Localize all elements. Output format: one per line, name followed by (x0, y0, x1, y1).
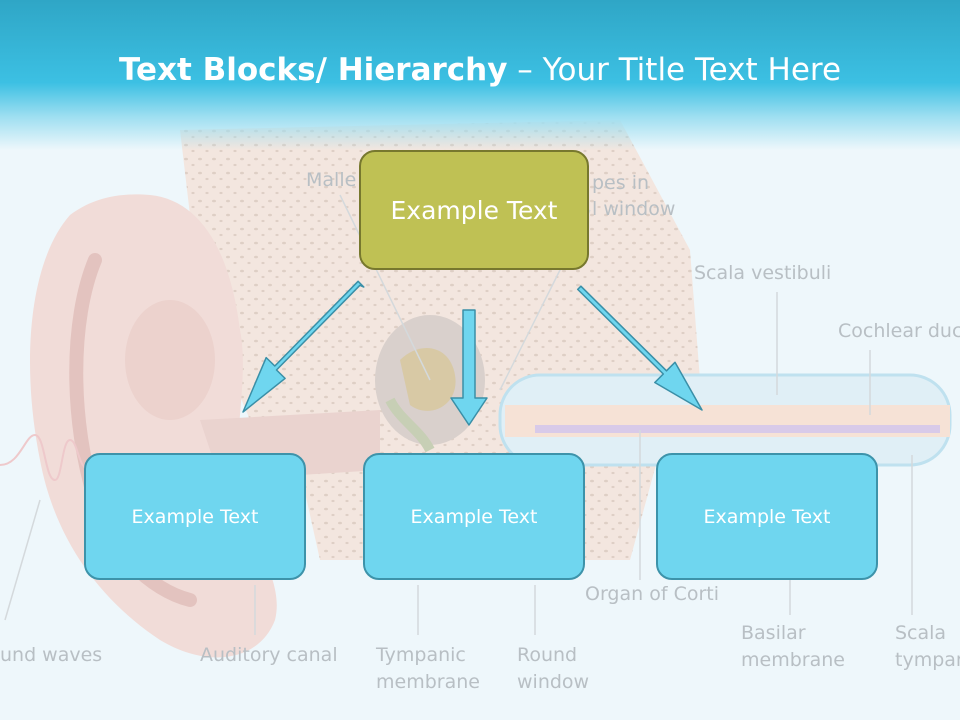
arrow-right (576, 285, 703, 411)
label-stapes-line1: pes in (592, 172, 650, 194)
label-tympanic-line2: membrane (376, 671, 480, 693)
root-text-block[interactable]: Example Text (359, 150, 589, 270)
label-scala-tympani-line2: tympar (895, 649, 960, 671)
label-basilar-line1: Basilar (741, 622, 806, 644)
label-organ-of-corti: Organ of Corti (585, 583, 720, 605)
arrow-left (242, 280, 365, 413)
label-sound-waves: und waves (0, 644, 103, 666)
label-round-line1: Round (517, 644, 578, 666)
label-stapes-line2: l window (592, 198, 676, 220)
label-scala-vestibuli: Scala vestibuli (694, 262, 832, 284)
label-cochlear-duct: Cochlear duc (838, 320, 960, 342)
child-text-block-middle[interactable]: Example Text (363, 453, 585, 580)
label-tympanic-line1: Tympanic (376, 644, 466, 666)
header-band (0, 0, 960, 150)
label-malleus: Malle (306, 169, 357, 191)
arrow-middle (450, 309, 488, 426)
label-basilar-line2: membrane (741, 649, 845, 671)
child-text-block-right[interactable]: Example Text (656, 453, 878, 580)
label-round-line2: window (517, 671, 590, 693)
label-scala-tympani-line1: Scala (895, 622, 947, 644)
label-auditory-canal: Auditory canal (200, 644, 338, 666)
title-rest: – Your Title Text Here (507, 52, 842, 88)
title-bold: Text Blocks/ Hierarchy (118, 52, 508, 88)
slide-title: Text Blocks/ Hierarchy – Your Title Text… (0, 52, 960, 88)
child-text-block-left[interactable]: Example Text (84, 453, 306, 580)
